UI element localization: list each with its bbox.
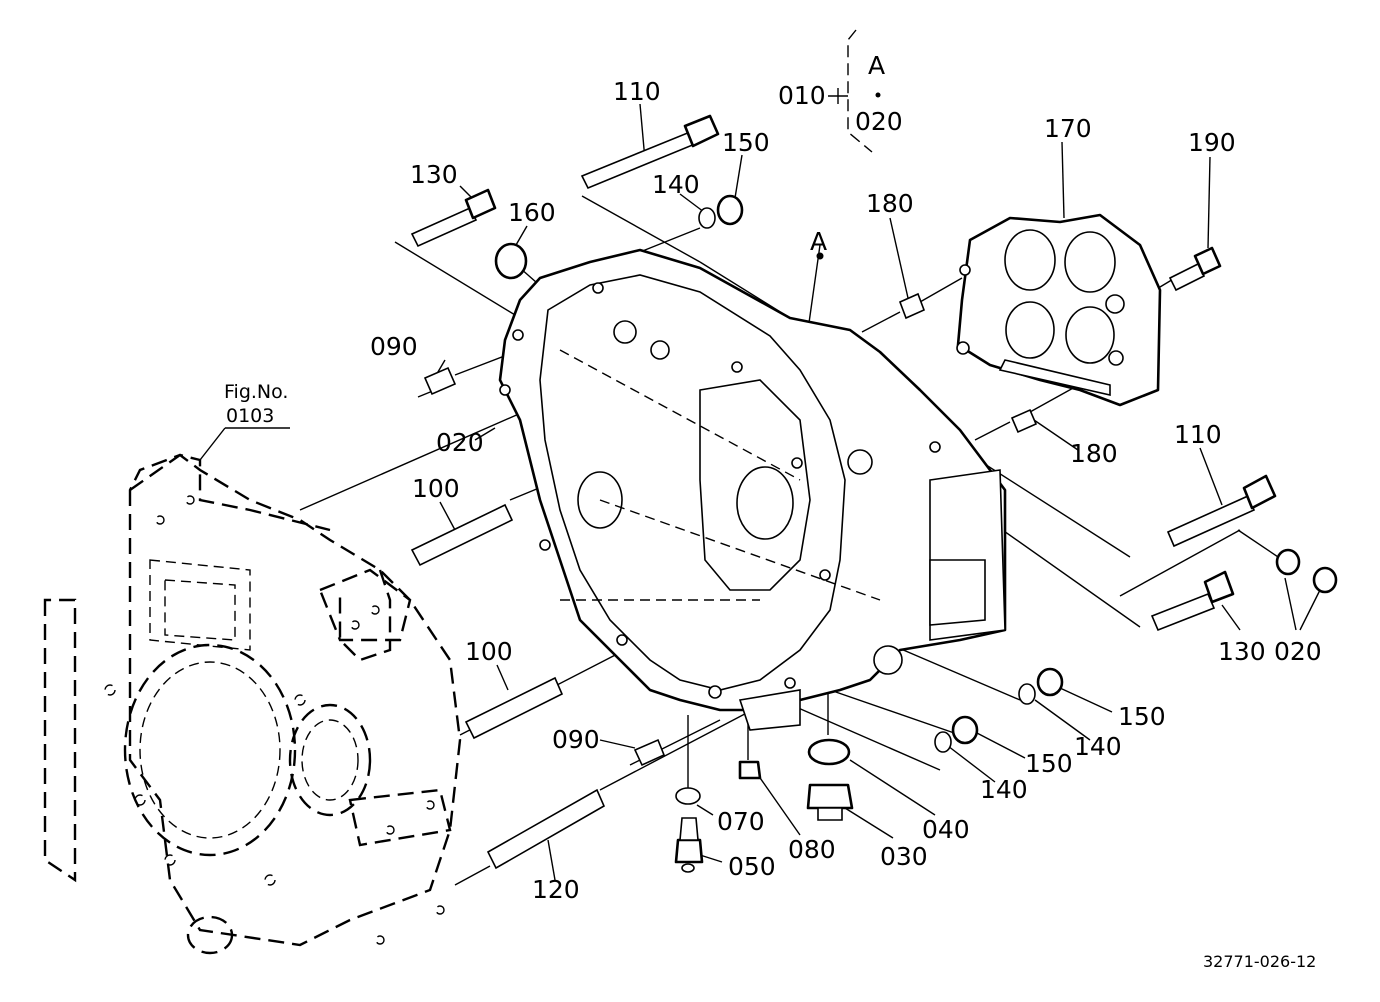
group-marker-label: A <box>868 51 885 80</box>
callout-170: 170 <box>1044 114 1092 143</box>
clutch-housing <box>498 248 1007 731</box>
callout-130-top: 130 <box>410 160 458 189</box>
callout-030: 030 <box>880 842 928 871</box>
drawing-code: 32771-026-12 <box>1203 952 1316 971</box>
callout-150-top: 150 <box>722 128 770 157</box>
group-parent-label: 010 <box>778 81 826 110</box>
rear-cover-plate <box>956 213 1162 407</box>
callout-180-bottom: 180 <box>1070 439 1118 468</box>
callout-110-top: 110 <box>613 77 661 106</box>
callout-180-top: 180 <box>866 189 914 218</box>
figure-ref-line1: Fig.No. <box>224 381 288 403</box>
callout-190: 190 <box>1188 128 1236 157</box>
phantom-flywheel-housing <box>43 427 462 955</box>
callout-120: 120 <box>532 875 580 904</box>
callout-labels: 010 A 020 A Fig.No. 0103 110 130 150 140… <box>224 51 1322 971</box>
bolt-110-right <box>1166 474 1277 548</box>
callout-040: 040 <box>922 815 970 844</box>
callout-130-right: 130 <box>1218 637 1266 666</box>
callout-090-lower: 090 <box>552 725 600 754</box>
callout-150-center: 150 <box>1025 749 1073 778</box>
callout-150-right: 150 <box>1118 702 1166 731</box>
figure-ref-line2: 0103 <box>226 405 274 427</box>
bolt-110-top <box>580 114 720 190</box>
callout-080: 080 <box>788 835 836 864</box>
view-marker-dot <box>816 252 824 260</box>
callout-050: 050 <box>728 852 776 881</box>
callout-160: 160 <box>508 198 556 227</box>
fasteners <box>410 114 1338 873</box>
view-marker-label: A <box>810 227 827 256</box>
callout-020-right: 020 <box>1274 637 1322 666</box>
callout-020-left: 020 <box>436 428 484 457</box>
callout-070: 070 <box>717 807 765 836</box>
bolt-130-right <box>1150 570 1235 632</box>
callout-140-center: 140 <box>980 775 1028 804</box>
callout-090-left: 090 <box>370 332 418 361</box>
callout-140-top: 140 <box>652 170 700 199</box>
group-bracket <box>816 29 881 260</box>
callout-100-upper: 100 <box>412 474 460 503</box>
bolt-130-top <box>410 188 497 248</box>
callout-100-lower: 100 <box>465 637 513 666</box>
group-child-label: 020 <box>855 107 903 136</box>
bolt-190 <box>1168 246 1222 292</box>
callout-110-right: 110 <box>1174 420 1222 449</box>
callout-140-right: 140 <box>1074 732 1122 761</box>
